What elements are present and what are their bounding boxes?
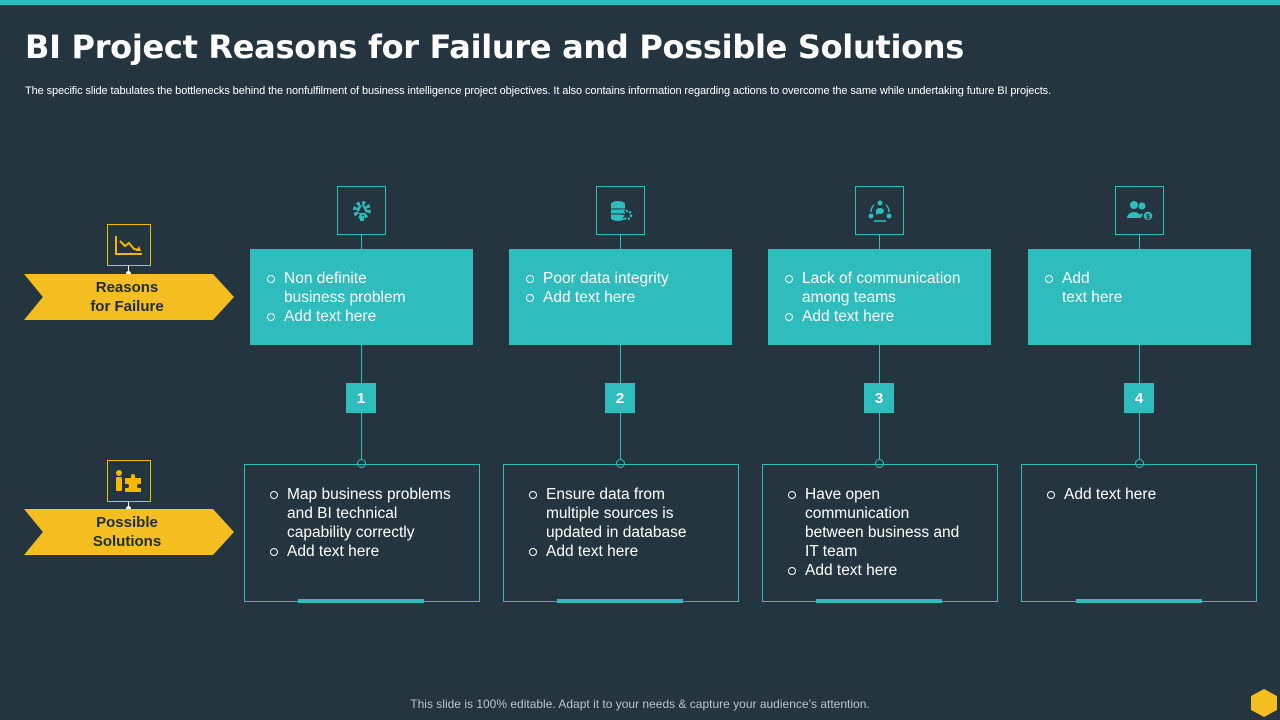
solution-box-1: Map business problems and BI technical c…	[244, 464, 480, 602]
connector-line	[879, 413, 880, 459]
list-item: Add text here	[787, 561, 985, 580]
gear-warning-icon	[337, 186, 386, 235]
reason-box-4: Add text here	[1028, 249, 1251, 345]
slide-subtitle: The specific slide tabulates the bottlen…	[25, 85, 1052, 97]
step-number-2: 2	[605, 383, 635, 413]
list-item: Add text here	[525, 288, 718, 307]
solution-box-2: Ensure data from multiple sources is upd…	[503, 464, 739, 602]
list-item: Add text here	[784, 307, 977, 326]
connector-line	[879, 235, 880, 249]
connector-line	[879, 345, 880, 383]
list-item: Map business problems and BI technical c…	[269, 485, 467, 542]
users-money-icon: $	[1115, 186, 1164, 235]
connector-line	[1139, 345, 1140, 383]
connector-line	[1139, 413, 1140, 459]
hexagon-logo-icon	[1250, 688, 1278, 720]
svg-text:$: $	[1145, 213, 1150, 221]
connector-line	[620, 413, 621, 459]
connector-line	[361, 413, 362, 459]
list-item: Add text here	[1046, 485, 1244, 504]
footer-note: This slide is 100% editable. Adapt it to…	[410, 697, 870, 711]
top-accent-bar	[0, 0, 1280, 5]
box-accent	[557, 599, 683, 603]
list-item: Ensure data from multiple sources is upd…	[528, 485, 726, 542]
connector-dot	[616, 459, 625, 468]
connector-line	[620, 345, 621, 383]
box-accent	[816, 599, 942, 603]
connector-line	[128, 266, 129, 274]
connector-dot	[875, 459, 884, 468]
solutions-label: Possible Solutions	[24, 509, 234, 555]
team-communication-icon	[855, 186, 904, 235]
connector-dot	[126, 506, 131, 511]
people-puzzle-icon	[107, 460, 151, 502]
step-number-4: 4	[1124, 383, 1154, 413]
list-item: Add text here	[269, 542, 467, 561]
connector-line	[1139, 235, 1140, 249]
reason-box-3: Lack of communication among teams Add te…	[768, 249, 991, 345]
connector-dot	[126, 271, 131, 276]
slide-title: BI Project Reasons for Failure and Possi…	[25, 28, 965, 66]
connector-dot	[357, 459, 366, 468]
list-item: Non definite business problem	[266, 269, 459, 307]
declining-chart-icon	[107, 224, 151, 266]
list-item: Have open communication between business…	[787, 485, 985, 561]
reason-box-2: Poor data integrity Add text here	[509, 249, 732, 345]
list-item: Add text here	[266, 307, 459, 326]
reasons-label: Reasons for Failure	[24, 274, 234, 320]
list-item: Lack of communication among teams	[784, 269, 977, 307]
solution-box-3: Have open communication between business…	[762, 464, 998, 602]
database-gear-icon	[596, 186, 645, 235]
reason-box-1: Non definite business problem Add text h…	[250, 249, 473, 345]
connector-line	[128, 502, 129, 509]
list-item: Add text here	[1044, 269, 1237, 307]
step-number-1: 1	[346, 383, 376, 413]
list-item: Add text here	[528, 542, 726, 561]
box-accent	[1076, 599, 1202, 603]
step-number-3: 3	[864, 383, 894, 413]
connector-line	[361, 345, 362, 383]
solution-box-4: Add text here	[1021, 464, 1257, 602]
connector-line	[361, 235, 362, 249]
list-item: Poor data integrity	[525, 269, 718, 288]
connector-dot	[1135, 459, 1144, 468]
box-accent	[298, 599, 424, 603]
connector-line	[620, 235, 621, 249]
